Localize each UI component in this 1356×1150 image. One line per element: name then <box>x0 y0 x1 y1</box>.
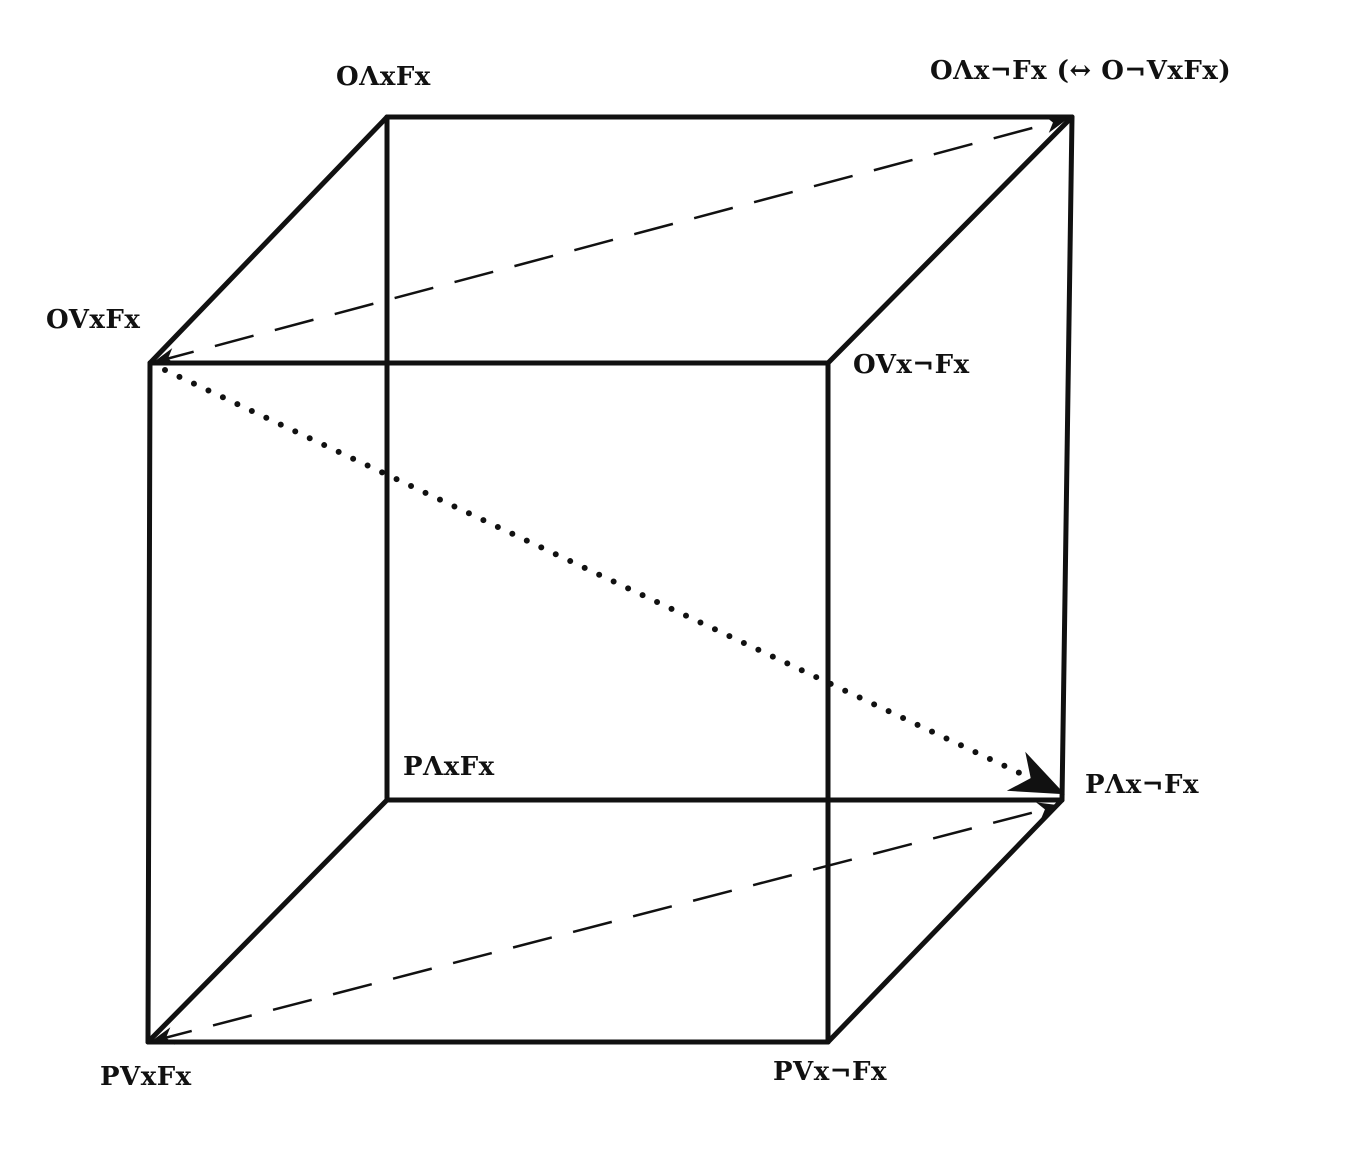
dashed-relation-top <box>152 115 1069 366</box>
label-o-all-not-f: OΛx¬Fx (↔ O¬VxFx) <box>930 56 1232 86</box>
edge-back-right <box>1059 114 1075 803</box>
label-p-some-f: PVxFx <box>100 1062 192 1092</box>
edge-front-left <box>145 360 153 1045</box>
edge-top-right-depth <box>825 114 1075 366</box>
edge-top-left-depth <box>147 114 390 366</box>
dotted-relation-diagonal <box>162 367 1065 795</box>
label-p-all-not-f: PΛx¬Fx <box>1085 770 1199 800</box>
label-o-some-f: OVxFx <box>46 305 141 335</box>
label-o-some-not-f: OVx¬Fx <box>853 350 970 380</box>
edge-bottom-left-depth <box>145 797 390 1045</box>
label-p-all-f: PΛxFx <box>403 752 495 782</box>
dashed-relation-bottom <box>150 802 1061 1045</box>
label-o-all-f: OΛxFx <box>336 62 431 92</box>
label-p-some-not-f: PVx¬Fx <box>773 1057 887 1087</box>
